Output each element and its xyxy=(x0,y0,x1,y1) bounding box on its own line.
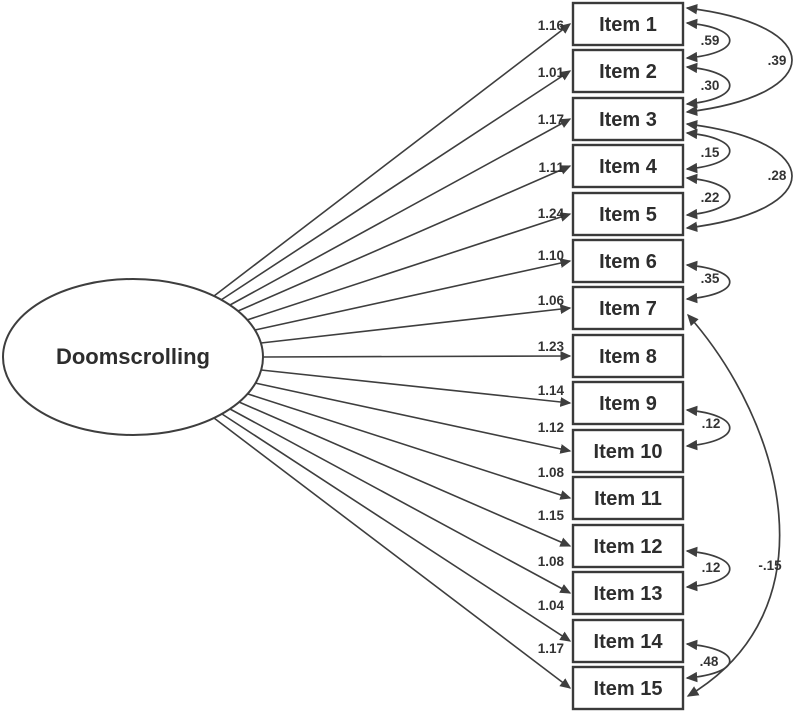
item-7-label: Item 7 xyxy=(599,298,657,320)
loading-value-item-10: 1.12 xyxy=(538,420,564,435)
item-2-box xyxy=(571,48,685,94)
covariance-value-item9-item10: .12 xyxy=(702,416,721,431)
loading-value-item-7: 1.06 xyxy=(538,293,565,308)
loading-path-item-1 xyxy=(213,23,572,297)
item-14-box xyxy=(571,618,685,664)
item-15-box xyxy=(571,665,685,711)
loading-path-item-3 xyxy=(229,118,572,306)
covariance-path-item4-item5 xyxy=(685,173,731,220)
item-9-label: Item 9 xyxy=(599,393,657,415)
covariance-value-item3-item5: .28 xyxy=(768,168,787,183)
covariance-path-item14-item15 xyxy=(685,639,731,683)
item-3-label: Item 3 xyxy=(599,109,657,131)
loading-path-item-11 xyxy=(247,393,572,500)
loading-path-item-6 xyxy=(254,258,572,331)
loading-value-item-3: 1.17 xyxy=(538,112,564,127)
covariance-value-item14-item15: .48 xyxy=(700,654,719,669)
covariance-path-item1-item3 xyxy=(685,4,793,116)
item-5-box xyxy=(571,191,685,237)
loading-values: 1.16 1.01 1.17 1.11 1.24 1.10 1.06 1.23 … xyxy=(538,18,565,656)
loading-path-item-7 xyxy=(260,304,572,344)
item-14-label: Item 14 xyxy=(594,631,664,653)
covariance-path-item1-item2 xyxy=(685,18,731,63)
covariance-value-item4-item5: .22 xyxy=(701,190,720,205)
covariance-value-item6-item7: .35 xyxy=(701,271,720,286)
loading-value-item-5: 1.24 xyxy=(538,206,565,221)
covariance-path-item9-item10 xyxy=(685,405,731,451)
covariance-path-item2-item3 xyxy=(685,62,731,109)
covariance-value-item1-item3: .39 xyxy=(768,53,787,68)
covariance-path-item6-item7 xyxy=(685,260,731,304)
covariance-path-item3-item4 xyxy=(685,128,731,174)
item-7-box xyxy=(571,285,685,331)
loading-path-item-2 xyxy=(220,70,572,301)
item-3-box xyxy=(571,96,685,142)
item-1-box xyxy=(571,1,685,47)
loading-path-item-5 xyxy=(246,212,572,321)
item-boxes: Item 1 Item 2 Item 3 Item 4 Item 5 Item … xyxy=(571,1,685,711)
loading-path-item-13 xyxy=(229,408,572,594)
item-12-label: Item 12 xyxy=(594,536,663,558)
loading-value-item-13: 1.08 xyxy=(538,554,565,569)
loading-path-item-8 xyxy=(262,351,572,361)
item-8-label: Item 8 xyxy=(599,346,657,368)
covariance-value-item1-item2: .59 xyxy=(701,33,720,48)
loading-value-item-1: 1.16 xyxy=(538,18,565,33)
item-4-box xyxy=(571,143,685,189)
covariance-values: .59 .30 .39 .15 .22 .28 .35 .12 .12 .48 … xyxy=(700,33,787,669)
item-10-box xyxy=(571,428,685,474)
item-13-label: Item 13 xyxy=(594,583,663,605)
loading-path-item-14 xyxy=(221,413,572,642)
covariance-value-item2-item3: .30 xyxy=(701,78,720,93)
loading-path-item-12 xyxy=(238,401,572,547)
covariance-path-item3-item5 xyxy=(685,120,793,232)
item-11-box xyxy=(571,475,685,521)
item-1-label: Item 1 xyxy=(599,14,657,36)
item-11-label: Item 11 xyxy=(594,488,662,510)
item-5-label: Item 5 xyxy=(599,204,657,226)
covariance-path-item12-item13 xyxy=(685,546,731,592)
item-15-label: Item 15 xyxy=(594,678,663,700)
loading-value-item-9: 1.14 xyxy=(538,383,565,398)
loading-value-item-8: 1.23 xyxy=(538,339,565,354)
covariance-path-item7-item15 xyxy=(686,313,781,697)
loading-value-item-6: 1.10 xyxy=(538,248,564,263)
loading-value-item-2: 1.01 xyxy=(538,65,565,80)
covariance-paths xyxy=(685,4,793,697)
covariance-value-item3-item4: .15 xyxy=(701,145,720,160)
loading-path-item-10 xyxy=(254,382,572,454)
item-2-label: Item 2 xyxy=(599,61,657,83)
item-6-label: Item 6 xyxy=(599,251,657,273)
covariance-value-item12-item13: .12 xyxy=(702,560,721,575)
item-8-box xyxy=(571,333,685,379)
loading-value-item-14: 1.04 xyxy=(538,598,565,613)
item-4-label: Item 4 xyxy=(599,156,658,178)
loading-path-item-15 xyxy=(213,417,572,689)
item-10-label: Item 10 xyxy=(594,441,663,463)
loading-paths xyxy=(213,23,572,689)
factor-label: Doomscrolling xyxy=(56,344,210,369)
item-9-box xyxy=(571,380,685,426)
item-6-box xyxy=(571,238,685,284)
item-13-box xyxy=(571,570,685,616)
latent-factor: Doomscrolling xyxy=(2,278,264,436)
loading-path-item-4 xyxy=(237,165,572,312)
loading-value-item-11: 1.08 xyxy=(538,465,565,480)
loading-value-item-4: 1.11 xyxy=(538,160,564,175)
item-12-box xyxy=(571,523,685,569)
loading-value-item-15: 1.17 xyxy=(538,641,564,656)
loading-value-item-12: 1.15 xyxy=(538,508,565,523)
covariance-value-item7-item15: -.15 xyxy=(758,558,782,573)
loading-path-item-9 xyxy=(260,369,572,407)
